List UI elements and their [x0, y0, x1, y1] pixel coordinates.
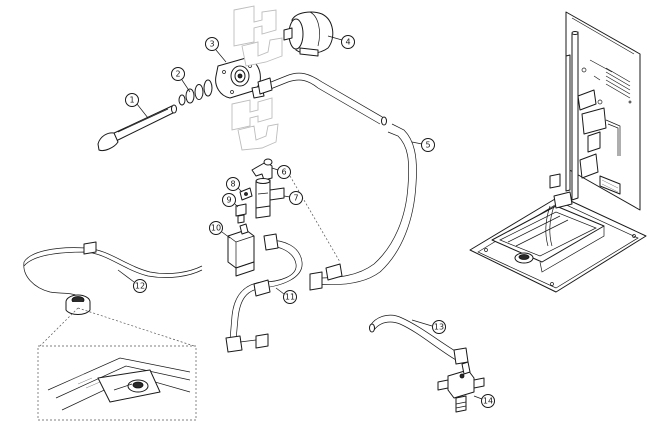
part-13-tube	[369, 314, 469, 365]
callout-5: 5	[411, 138, 435, 152]
callout-10-label: 10	[211, 224, 221, 233]
part-14-valve-assembly	[437, 361, 485, 413]
part-10-pump	[227, 223, 255, 277]
callout-6: 6	[271, 165, 291, 179]
part-2-o-rings	[178, 79, 213, 106]
callout-14-label: 14	[483, 397, 493, 406]
callout-6-label: 6	[281, 168, 286, 177]
callout-2: 2	[171, 67, 191, 93]
ghost-bracket-upper	[233, 5, 283, 67]
callout-1-label: 1	[129, 96, 134, 105]
assembled-unit	[469, 11, 647, 293]
callout-3-label: 3	[209, 40, 214, 49]
callout-1: 1	[125, 93, 149, 119]
callout-7-label: 7	[293, 194, 298, 203]
callout-4-label: 4	[345, 38, 350, 47]
callout-13-label: 13	[434, 323, 444, 332]
part-12-cable	[23, 241, 203, 315]
detail-inset	[37, 307, 197, 421]
callout-4: 4	[327, 35, 355, 49]
callout-11-label: 11	[285, 293, 295, 302]
part-7-tee-fitting	[255, 178, 285, 219]
part-9-valve	[235, 203, 247, 224]
ghost-bracket-lower	[231, 97, 279, 151]
callout-14: 14	[473, 394, 495, 408]
callout-8-label: 8	[230, 180, 235, 189]
part-11-hose	[225, 233, 303, 353]
part-5-pipe	[257, 72, 417, 291]
callout-3: 3	[205, 37, 227, 63]
callout-7: 7	[283, 191, 303, 205]
part-8-nozzle	[239, 187, 253, 201]
callout-9-label: 9	[226, 196, 231, 205]
callout-5-label: 5	[425, 141, 430, 150]
part-1-shaft	[97, 104, 177, 151]
callout-10: 10	[209, 221, 231, 239]
callout-2-label: 2	[175, 70, 180, 79]
callout-12: 12	[117, 269, 147, 293]
callout-12-label: 12	[135, 282, 145, 291]
callout-9: 9	[222, 193, 239, 208]
callout-11: 11	[275, 287, 297, 304]
part-6-elbow-fitting	[251, 158, 273, 181]
part-4-motor	[283, 11, 334, 57]
callout-13: 13	[411, 319, 446, 334]
callout-8: 8	[226, 177, 243, 193]
